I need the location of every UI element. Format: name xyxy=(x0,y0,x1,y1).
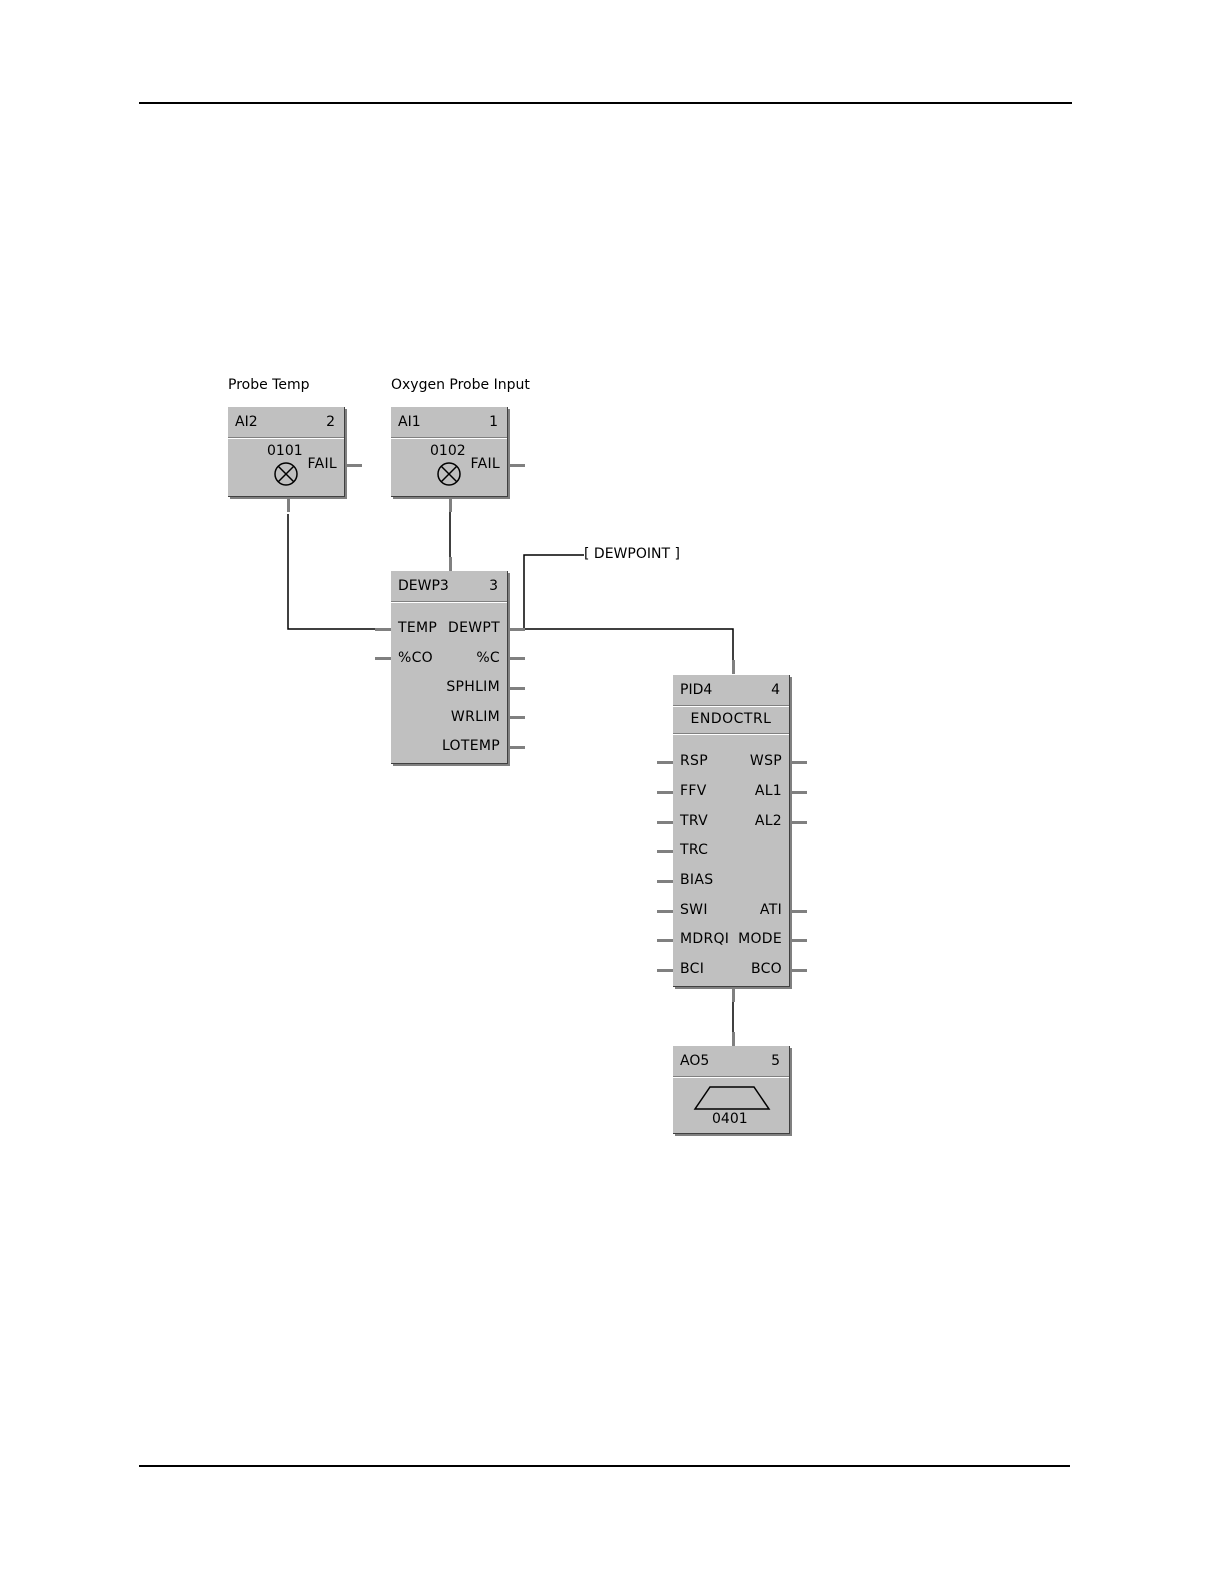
dewp3-sphlim-pin[interactable] xyxy=(509,687,525,690)
ai1-header: AI1 1 xyxy=(391,407,507,438)
dewp3-output-sphlim: SPHLIM xyxy=(446,679,500,695)
dewp3-output-c: %C xyxy=(476,650,500,666)
pid4-wsp-pin[interactable] xyxy=(791,761,807,764)
dewp3-c-pin[interactable] xyxy=(509,657,525,660)
ao5-number: 5 xyxy=(771,1053,780,1069)
ai1-block[interactable]: AI1 1 0102 FAIL xyxy=(391,407,508,497)
pid4-trc-pin[interactable] xyxy=(657,850,673,853)
pid4-bci-pin[interactable] xyxy=(657,969,673,972)
pid4-output-mode: MODE xyxy=(738,931,782,947)
ao5-name: AO5 xyxy=(680,1053,709,1069)
pid4-tag: ENDOCTRL xyxy=(673,705,789,734)
ao5-address: 0401 xyxy=(712,1111,748,1127)
pid4-input-trc: TRC xyxy=(680,842,708,858)
ai1-number: 1 xyxy=(489,414,498,430)
dewp3-block[interactable]: DEWP3 3 TEMP %CO DEWPT %C SPHLIM WRLIM L… xyxy=(391,571,508,764)
wire-dewpt-to-tag xyxy=(524,555,584,629)
ai1-address: 0102 xyxy=(430,443,466,459)
probe-temp-label: Probe Temp xyxy=(228,377,309,393)
ai2-name: AI2 xyxy=(235,414,258,430)
dewp3-header: DEWP3 3 xyxy=(391,571,507,602)
wire-dewpt-to-pid4 xyxy=(524,629,733,660)
dewp3-co-pin[interactable] xyxy=(375,657,391,660)
input-sensor-icon xyxy=(273,461,299,487)
ai2-number: 2 xyxy=(326,414,335,430)
ai2-bottom-pin[interactable] xyxy=(287,498,290,512)
pid4-number: 4 xyxy=(771,682,780,698)
wire-ai2-to-temp xyxy=(288,514,376,629)
ai2-block[interactable]: AI2 2 0101 FAIL xyxy=(228,407,345,497)
pid4-bias-pin[interactable] xyxy=(657,880,673,883)
dewp3-input-co: %CO xyxy=(398,650,433,666)
pid4-mdrqi-pin[interactable] xyxy=(657,939,673,942)
pid4-al1-pin[interactable] xyxy=(791,791,807,794)
pid4-block[interactable]: PID4 4 ENDOCTRL RSP FFV TRV TRC BIAS SWI… xyxy=(673,675,790,987)
dewp3-output-wrlim: WRLIM xyxy=(451,709,500,725)
pid4-ati-pin[interactable] xyxy=(791,910,807,913)
pid4-rsp-pin[interactable] xyxy=(657,761,673,764)
ai1-name: AI1 xyxy=(398,414,421,430)
ao5-block[interactable]: AO5 5 0401 xyxy=(673,1046,790,1134)
pid4-bco-pin[interactable] xyxy=(791,969,807,972)
pid4-output-al1: AL1 xyxy=(755,783,782,799)
pid4-input-rsp: RSP xyxy=(680,753,708,769)
dewp3-output-lotemp: LOTEMP xyxy=(442,738,500,754)
oxygen-probe-input-label: Oxygen Probe Input xyxy=(391,377,530,393)
dewp3-name: DEWP3 xyxy=(398,578,449,594)
dewp3-temp-pin[interactable] xyxy=(375,628,391,631)
dewpoint-tag-label: [ DEWPOINT ] xyxy=(584,546,680,562)
pid4-output-bco: BCO xyxy=(751,961,782,977)
dewp3-output-dewpt: DEWPT xyxy=(448,620,500,636)
input-sensor-icon xyxy=(436,461,462,487)
analog-output-icon xyxy=(693,1085,771,1111)
pid4-input-ffv: FFV xyxy=(680,783,707,799)
pid4-header: PID4 4 xyxy=(673,675,789,706)
ai1-fail-output: FAIL xyxy=(471,456,500,472)
pid4-input-mdrqi: MDRQI xyxy=(680,931,729,947)
pid4-input-swi: SWI xyxy=(680,902,708,918)
dewp3-input-temp: TEMP xyxy=(398,620,437,636)
pid4-output-ati: ATI xyxy=(760,902,782,918)
ai2-fail-pin[interactable] xyxy=(346,464,362,467)
ao5-header: AO5 5 xyxy=(673,1046,789,1077)
ai2-fail-output: FAIL xyxy=(308,456,337,472)
pid4-input-bias: BIAS xyxy=(680,872,713,888)
ai1-fail-pin[interactable] xyxy=(509,464,525,467)
pid4-output-al2: AL2 xyxy=(755,813,782,829)
dewp3-lotemp-pin[interactable] xyxy=(509,746,525,749)
pid4-output-wsp: WSP xyxy=(750,753,782,769)
ai1-bottom-pin[interactable] xyxy=(449,498,452,512)
ai2-header: AI2 2 xyxy=(228,407,344,438)
dewp3-number: 3 xyxy=(489,578,498,594)
dewp3-top-pin[interactable] xyxy=(449,557,452,571)
pid4-name: PID4 xyxy=(680,682,712,698)
pid4-trv-pin[interactable] xyxy=(657,821,673,824)
dewp3-dewpt-pin[interactable] xyxy=(509,628,525,631)
pid4-bottom-pin[interactable] xyxy=(732,988,735,1002)
pid4-swi-pin[interactable] xyxy=(657,910,673,913)
ao5-top-pin[interactable] xyxy=(732,1032,735,1046)
pid4-top-pin[interactable] xyxy=(732,660,735,674)
dewp3-wrlim-pin[interactable] xyxy=(509,716,525,719)
ai2-address: 0101 xyxy=(267,443,303,459)
pid4-mode-pin[interactable] xyxy=(791,939,807,942)
pid4-input-bci: BCI xyxy=(680,961,704,977)
pid4-input-trv: TRV xyxy=(680,813,708,829)
pid4-al2-pin[interactable] xyxy=(791,821,807,824)
pid4-ffv-pin[interactable] xyxy=(657,791,673,794)
